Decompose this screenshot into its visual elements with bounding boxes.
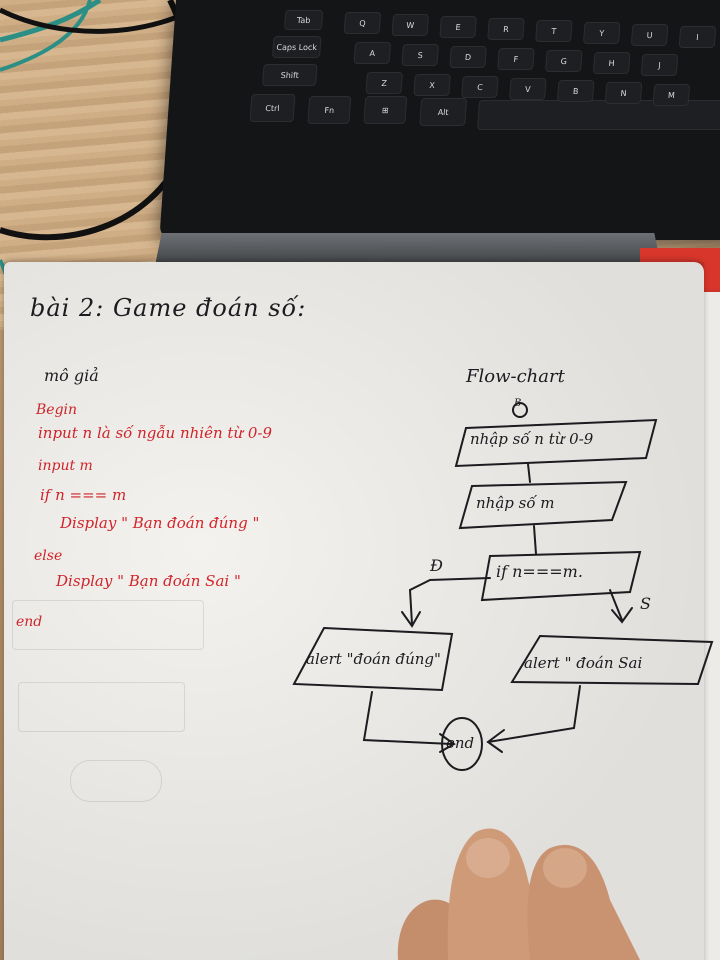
- flowchart-title: Flow-chart: [466, 366, 565, 387]
- flowchart-false-label: S: [640, 594, 651, 613]
- pseudocode-line: Display " Bạn đoán đúng ": [60, 514, 260, 532]
- flowchart-decision-label: if n===m.: [496, 562, 583, 581]
- notebook-page: [4, 262, 704, 960]
- pseudocode-line: input n là số ngẫu nhiên từ 0-9: [38, 424, 273, 442]
- flowchart-true-label: Đ: [430, 556, 443, 575]
- pseudocode-line: end: [16, 614, 43, 630]
- pseudocode-line: input m: [38, 458, 93, 474]
- flowchart-alert-true-label: alert "đoán đúng": [306, 650, 441, 668]
- flowchart-decision: [480, 550, 642, 602]
- pseudocode-heading: mô giả: [44, 366, 99, 385]
- flowchart-end-label: end: [446, 734, 475, 752]
- pseudocode-line: if n === m: [40, 486, 127, 504]
- flowchart-start: [512, 402, 528, 418]
- pseudocode-line: Begin: [36, 402, 78, 418]
- flowchart-input-m: [458, 480, 628, 530]
- flowchart-step1-label: nhập số n từ 0-9: [470, 430, 594, 448]
- ghost-box: [18, 682, 185, 732]
- page-title: bài 2: Game đoán số:: [30, 294, 307, 322]
- ghost-box: [12, 600, 204, 650]
- flowchart-alert-false-label: alert " đoán Sai: [524, 654, 643, 672]
- ghost-oval: [70, 760, 162, 802]
- flowchart-step2-label: nhập số m: [476, 494, 555, 512]
- flowchart-input-n: [454, 418, 658, 468]
- pseudocode-line: else: [34, 548, 63, 564]
- flowchart-end: [441, 717, 483, 771]
- flowchart-arrow-end-right: [487, 685, 581, 743]
- flowchart-alert-false: [510, 634, 714, 686]
- flowchart-arrow-true: [408, 577, 491, 625]
- flowchart-alert-true: [292, 626, 454, 692]
- pseudocode-line: Display " Bạn đoán Sai ": [56, 572, 241, 590]
- flowchart-start-label: B: [514, 398, 522, 409]
- flowchart-arrow-end-left: [362, 691, 453, 745]
- flowchart-arrow-false: [609, 589, 623, 621]
